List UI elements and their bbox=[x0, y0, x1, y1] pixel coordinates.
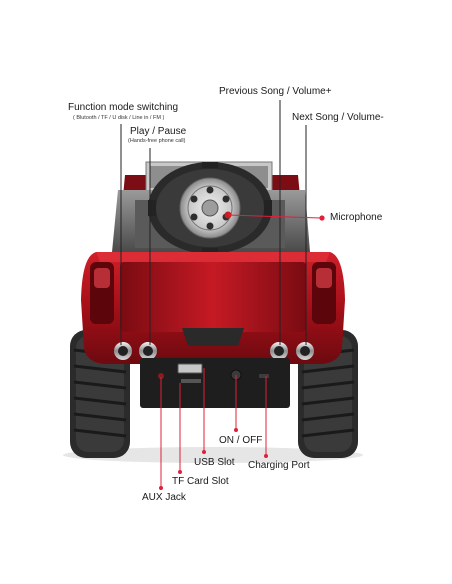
label-next-song: Next Song / Volume- bbox=[292, 112, 384, 123]
label-previous-song: Previous Song / Volume+ bbox=[219, 86, 332, 97]
usb-port bbox=[177, 363, 203, 374]
label-usb-slot: USB Slot bbox=[194, 457, 235, 468]
leader-lines bbox=[120, 100, 321, 488]
label-function-mode-sub: ( Blutooth / TF / U disk / Line in / FM … bbox=[73, 115, 165, 121]
label-charging-port: Charging Port bbox=[248, 460, 310, 471]
aux-port bbox=[158, 373, 164, 379]
microphone-dot bbox=[319, 215, 325, 221]
spare-tire bbox=[148, 162, 272, 254]
label-play-pause-sub: (Hands-free phone call) bbox=[128, 138, 186, 144]
control-panel bbox=[140, 358, 290, 408]
charging-port bbox=[259, 374, 269, 378]
label-microphone: Microphone bbox=[330, 212, 383, 223]
truck-body bbox=[81, 252, 345, 364]
label-aux-jack: AUX Jack bbox=[142, 492, 186, 503]
label-function-mode: Function mode switching bbox=[68, 102, 179, 113]
tf-card-port bbox=[181, 379, 201, 383]
ground-shadow bbox=[63, 447, 363, 463]
label-on-off: ON / OFF bbox=[219, 435, 263, 446]
label-tf-card-slot: TF Card Slot bbox=[172, 476, 229, 487]
exhaust-pipes bbox=[114, 342, 314, 360]
label-play-pause: Play / Pause bbox=[130, 126, 187, 137]
